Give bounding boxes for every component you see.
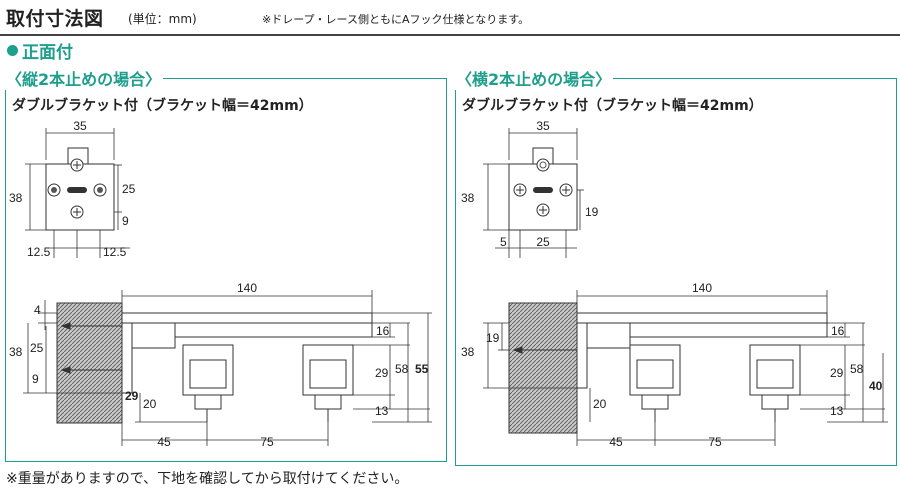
dim-lines-side-horizontal [483, 290, 888, 446]
dim-29: 29 [375, 366, 389, 380]
dim-20-h: 20 [593, 397, 607, 411]
panel-horizontal-subtitle: ダブルブラケット付（ブラケット幅＝42mm） [462, 98, 763, 114]
bracket-plate-horizontal [508, 147, 578, 231]
dim-lower: 9 [122, 214, 129, 228]
dim-55: 55 [415, 362, 429, 376]
dim-left-h: 5 [500, 235, 507, 249]
section-bullet-icon [7, 45, 18, 56]
dim-75-h: 75 [708, 435, 722, 449]
dim-lines-side-vertical [23, 290, 432, 446]
bracket-plate-vertical [45, 147, 115, 231]
wall-section-h [508, 302, 578, 434]
dim-length-h: 140 [692, 281, 712, 295]
dim-width: 35 [73, 119, 87, 133]
dim-right: 12.5 [103, 245, 127, 259]
header-rule [0, 34, 900, 36]
dim-29-bold: 29 [125, 389, 139, 403]
dim-58-h: 58 [850, 362, 864, 376]
dim-4: 4 [34, 303, 41, 317]
dim-29-h: 29 [830, 366, 844, 380]
dim-height-h: 38 [461, 191, 475, 205]
dim-center-h: 25 [536, 235, 550, 249]
footnote: ※重量がありますので、下地を確認してから取付けてください。 [6, 471, 409, 487]
dim-lower-h: 19 [585, 205, 599, 219]
dim-38-h: 38 [461, 345, 475, 359]
panel-horizontal-title: 〈横2本止めの場合〉 [454, 66, 614, 90]
bracket-side-horizontal [576, 312, 828, 410]
dim-38: 38 [9, 345, 23, 359]
dim-height: 38 [9, 191, 23, 205]
dim-13: 13 [375, 404, 389, 418]
dim-16: 16 [376, 324, 390, 338]
panel-vertical-title: 〈縦2本止めの場合〉 [4, 66, 164, 90]
wall-section [56, 302, 123, 424]
dim-45-h: 45 [609, 435, 623, 449]
dim-9: 9 [32, 372, 39, 386]
page-title: 取付寸法図 [6, 8, 104, 30]
dim-left: 12.5 [27, 245, 51, 259]
dim-40-h: 40 [869, 379, 883, 393]
unit-label: (単位：mm) [128, 12, 197, 26]
panel-vertical [5, 78, 447, 462]
dim-25: 25 [30, 341, 44, 355]
dim-20: 20 [143, 397, 157, 411]
bracket-side-vertical [121, 312, 373, 410]
dim-length: 140 [237, 281, 257, 295]
screws-vertical [60, 322, 329, 422]
dim-75: 75 [260, 435, 274, 449]
panel-vertical-subtitle: ダブルブラケット付（ブラケット幅＝42mm） [12, 98, 313, 114]
panel-horizontal [455, 78, 897, 466]
dim-19-h: 19 [486, 331, 500, 345]
dim-13-h: 13 [830, 404, 844, 418]
dim-lines-top-vertical [25, 128, 130, 258]
dim-16-h: 16 [831, 324, 845, 338]
dim-lines-top-horizontal [483, 128, 584, 258]
dim-45: 45 [157, 435, 171, 449]
dim-width-h: 35 [536, 119, 550, 133]
dim-58: 58 [395, 362, 409, 376]
dim-upper: 25 [122, 182, 136, 196]
hook-note: ※ドレープ・レース側ともにAフック仕様となります。 [262, 13, 530, 26]
section-title: 正面付 [22, 43, 73, 63]
screw-horizontal [512, 346, 776, 422]
